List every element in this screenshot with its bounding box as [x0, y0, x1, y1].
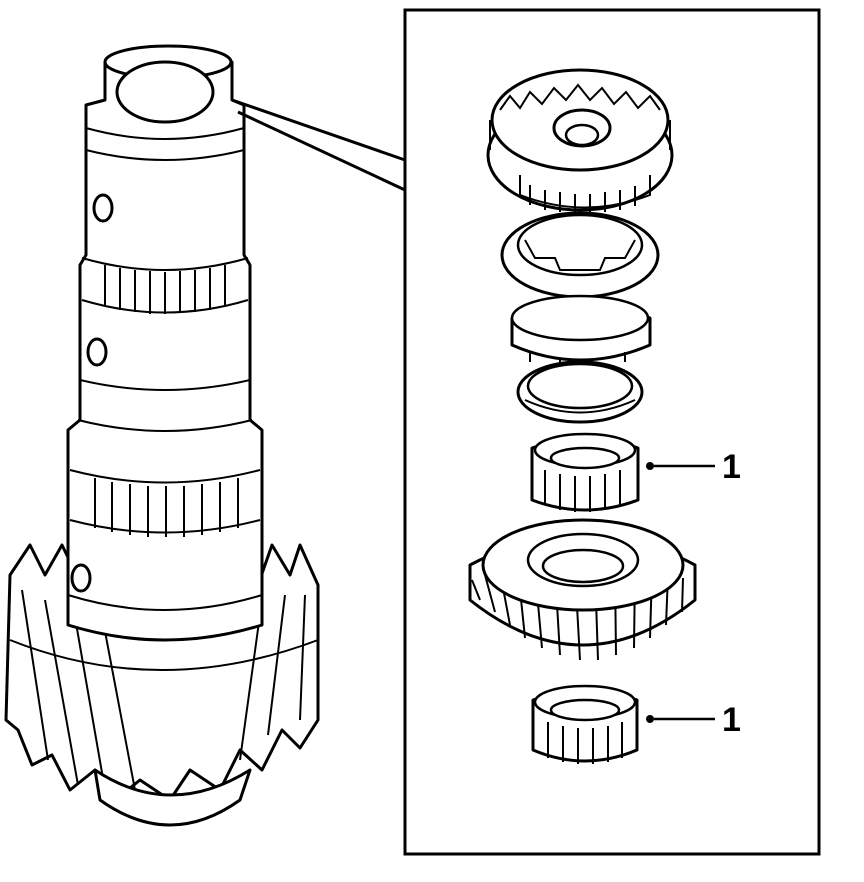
- synchro-inner-ring: [516, 360, 644, 424]
- callout-label-lower: 1: [722, 701, 741, 739]
- callout-label-upper: 1: [722, 448, 741, 486]
- callout-bearing-upper: 1: [646, 448, 741, 486]
- needle-bearing-upper: [530, 432, 640, 512]
- needle-bearing-lower: [531, 684, 639, 764]
- main-shaft: [4, 44, 320, 827]
- detail-leader-lines: [231, 98, 406, 192]
- callout-bearing-lower: 1: [646, 701, 741, 739]
- detail-box: [403, 8, 821, 856]
- synchronizer-hub-sleeve: [486, 68, 674, 214]
- synchro-cone-ring: [510, 294, 652, 372]
- helical-gear-large: [468, 518, 697, 661]
- synchro-ring-outer: [500, 211, 660, 299]
